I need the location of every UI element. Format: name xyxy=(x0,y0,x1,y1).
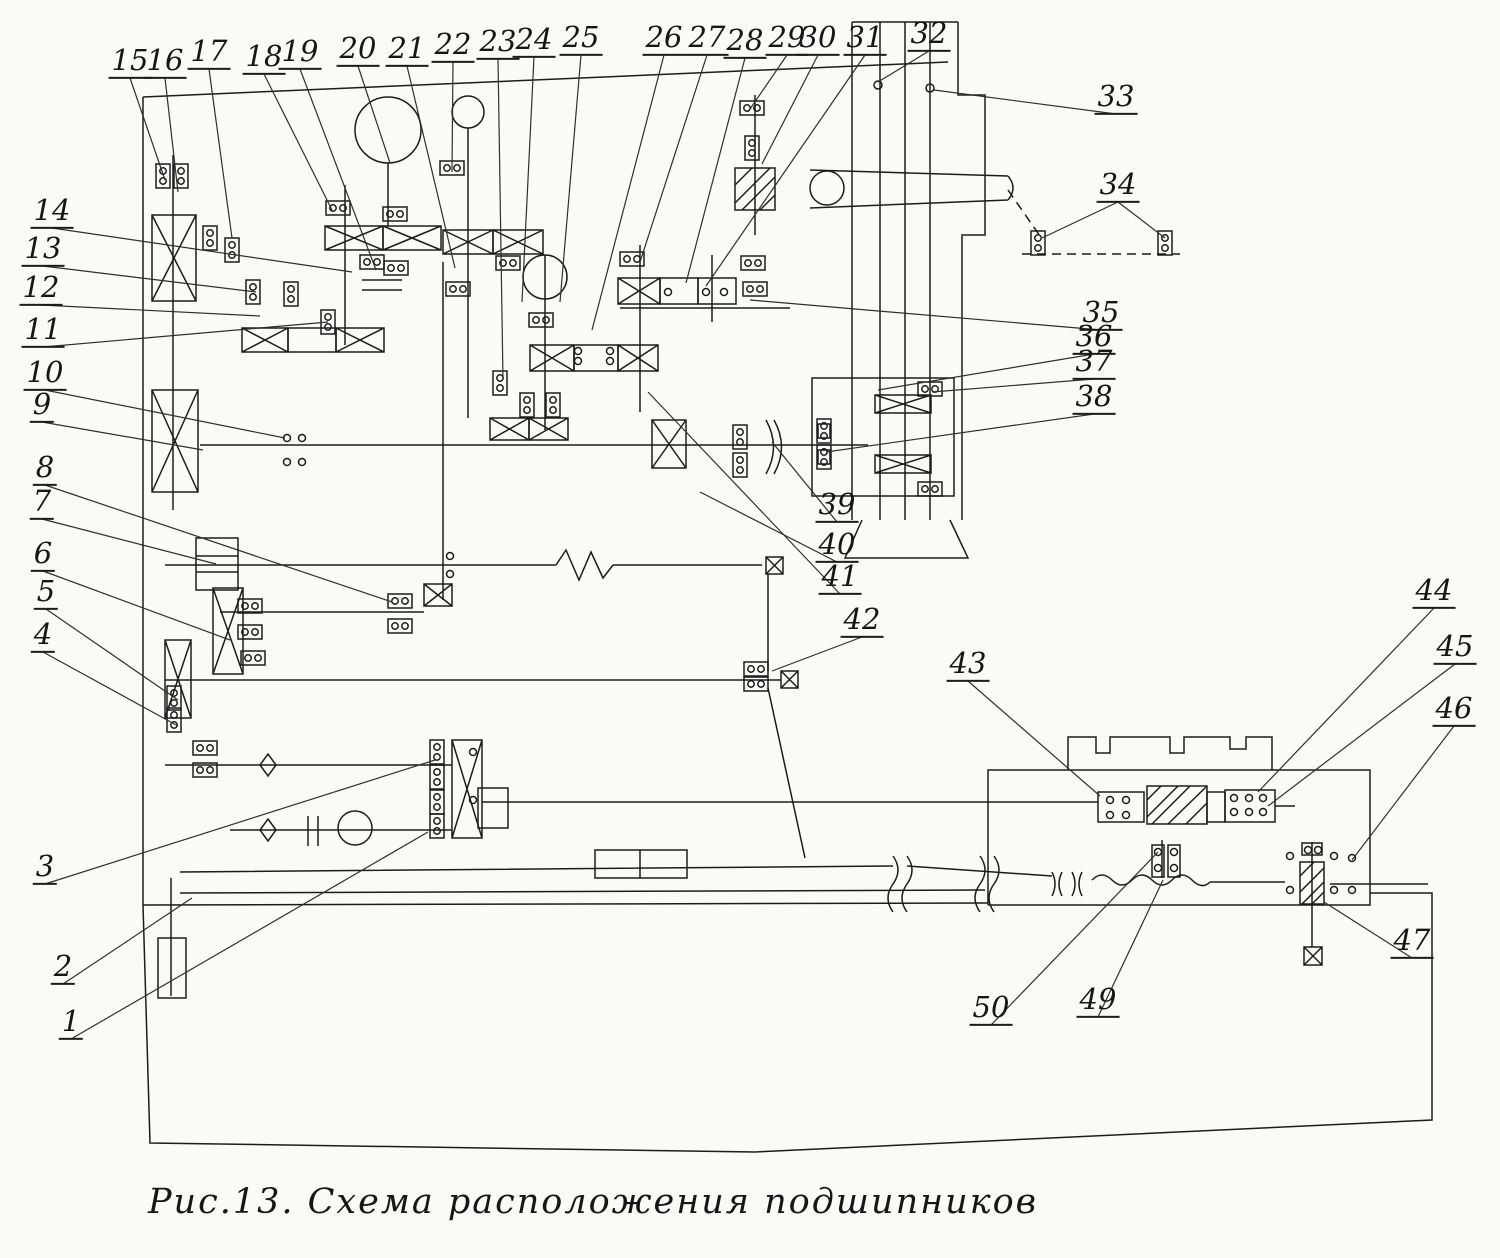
leader-line-28 xyxy=(685,57,746,284)
leader-line-32 xyxy=(877,50,930,83)
leader-line-9 xyxy=(41,421,204,451)
leader-line-6 xyxy=(42,570,231,641)
leader-line-47 xyxy=(1323,901,1413,959)
pulleys-and-couplings xyxy=(259,95,1083,897)
leader-line-21 xyxy=(406,65,456,269)
leader-line-2 xyxy=(62,897,193,985)
leader-line-13 xyxy=(42,265,257,293)
leader-line-17 xyxy=(208,68,233,239)
leader-line-46 xyxy=(1351,725,1455,861)
leader-line-8 xyxy=(44,484,393,603)
leader-line-11 xyxy=(42,321,329,348)
leader-line-43 xyxy=(967,680,1101,797)
leader-line-49 xyxy=(1097,879,1164,1018)
leader-line-29 xyxy=(747,54,788,113)
leader-line-7 xyxy=(41,518,217,565)
figure-caption: Рис.13. Схема расположения подшипников xyxy=(148,1182,1039,1222)
leader-line-45 xyxy=(1267,663,1456,807)
leader-line-15 xyxy=(129,77,166,181)
dashed-reference-lines xyxy=(1007,189,1180,255)
leader-line-39 xyxy=(771,441,838,523)
leader-line-22 xyxy=(451,61,454,173)
leader-line-16 xyxy=(164,77,179,193)
leader-line-19 xyxy=(299,68,377,271)
callout-leader-lines xyxy=(40,50,1456,1040)
leader-line-26 xyxy=(591,54,665,331)
leader-line-35 xyxy=(749,299,1102,331)
leader-line-40 xyxy=(699,491,838,563)
hatched-bearings xyxy=(734,167,1325,905)
leader-line-38 xyxy=(825,413,1095,453)
leader-line-12 xyxy=(40,304,261,317)
leader-line-42 xyxy=(771,636,863,672)
leader-line-31 xyxy=(705,54,866,287)
leader-line-41 xyxy=(647,391,841,595)
leader-line-34 xyxy=(1117,201,1166,239)
leader-line-5 xyxy=(45,608,179,701)
leader-line-14 xyxy=(51,227,353,273)
leader-line-36 xyxy=(877,353,1095,391)
housings-and-blocks xyxy=(157,277,1323,999)
gears xyxy=(151,214,1323,966)
headstock-column xyxy=(809,21,1014,559)
leader-line-10 xyxy=(44,389,286,439)
leader-line-50 xyxy=(990,851,1159,1026)
leader-line-23 xyxy=(497,58,504,381)
leader-line-1 xyxy=(70,831,429,1040)
shafts xyxy=(165,95,1428,996)
leader-line-27 xyxy=(639,54,708,263)
leader-line-44 xyxy=(1257,607,1435,793)
leader-line-30 xyxy=(761,54,819,165)
leader-line-33 xyxy=(933,89,1117,115)
leader-line-37 xyxy=(931,378,1095,393)
machine-outline xyxy=(142,61,1433,1153)
leader-line-34 xyxy=(1041,201,1119,239)
leader-line-20 xyxy=(357,65,391,164)
leader-line-4 xyxy=(42,651,179,727)
leader-line-3 xyxy=(44,759,436,885)
leader-line-24 xyxy=(521,56,535,303)
leader-line-18 xyxy=(263,73,333,211)
leader-line-25 xyxy=(559,54,582,303)
